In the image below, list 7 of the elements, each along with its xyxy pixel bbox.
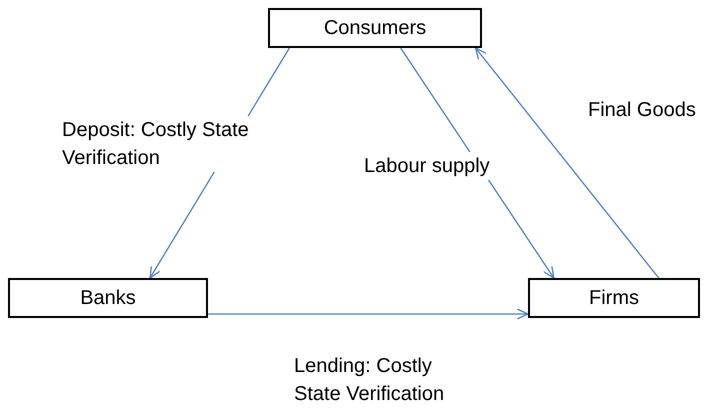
entity-box: Banks	[8, 278, 208, 318]
entity-box: Consumers	[268, 8, 482, 48]
edge-label: Deposit: Costly State Verification	[62, 116, 252, 172]
arrow	[474, 47, 660, 278]
arrow	[400, 48, 554, 279]
entity-box: Firms	[528, 278, 700, 318]
arrow	[208, 308, 529, 320]
